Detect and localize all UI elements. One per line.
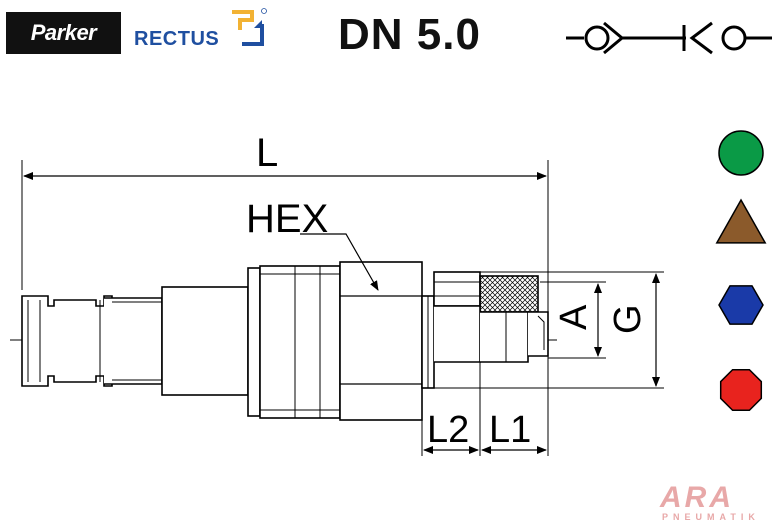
- rectus-logo: RECTUS: [134, 8, 274, 56]
- label-a: A: [553, 304, 595, 330]
- octagon-shape-icon: [719, 368, 763, 412]
- legend-shapes: [715, 130, 767, 412]
- coupling-body: [21, 261, 549, 421]
- circle-shape-icon: [718, 130, 764, 176]
- page-title: DN 5.0: [338, 10, 481, 59]
- label-l2: L2: [427, 409, 469, 451]
- triangle-shape-icon: [715, 198, 767, 244]
- rectus-mark-icon: [232, 8, 267, 46]
- ara-logo-subtext: PNEUMATIK: [662, 512, 760, 522]
- label-l: L: [256, 131, 278, 175]
- ara-logo-text: ARA: [660, 481, 734, 514]
- parker-logo-text: Parker: [30, 20, 97, 45]
- label-g: G: [607, 304, 649, 334]
- hexagon-shape-icon: [718, 285, 764, 325]
- ara-pneumatik-logo: ARA PNEUMATIK: [660, 481, 766, 523]
- coupling-symbol-icon: [566, 21, 772, 55]
- hex-leader: [300, 233, 379, 291]
- label-l1: L1: [489, 409, 531, 451]
- rectus-logo-text: RECTUS: [134, 28, 220, 50]
- parker-logo: Parker: [6, 12, 121, 54]
